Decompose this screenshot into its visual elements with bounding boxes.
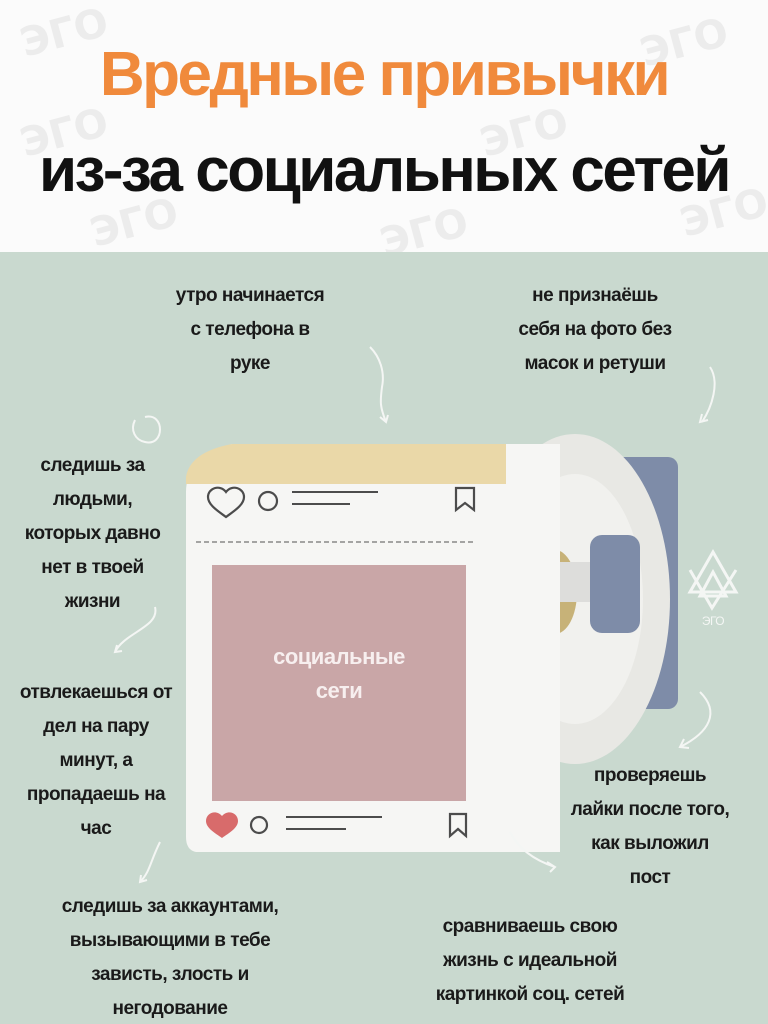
- title-line-1: Вредные привычки: [99, 40, 671, 109]
- title-line-2: из-за социальных сетей: [38, 136, 732, 205]
- photo-square: [212, 565, 466, 801]
- photo-label: социальные сети: [273, 644, 405, 703]
- heart-icon: [206, 486, 246, 519]
- watermark-pattern: ЭГО: [375, 199, 474, 252]
- header: ЭГО ЭГО ЭГО ЭГО ЭГО ЭГО ЭГО Вредные прив…: [0, 0, 768, 252]
- arrow-icon: [698, 366, 716, 424]
- holder-arm: [590, 535, 640, 633]
- arrow-icon: [678, 691, 712, 749]
- arrow-icon: [509, 831, 557, 873]
- arrow-icon: [369, 346, 389, 424]
- ego-logo-icon: [687, 548, 739, 611]
- arrow-icon: [132, 415, 161, 444]
- arrow-icon: [113, 606, 157, 654]
- logo-text: ЭГО: [701, 614, 725, 628]
- toilet-roll-illustration: [113, 346, 739, 884]
- arrow-icon: [138, 841, 161, 884]
- bookmark-icon: [454, 486, 476, 513]
- paper-tan-band: [186, 444, 506, 484]
- note-envy: следишь за аккаунтами,вызывающими в тебе…: [61, 896, 279, 1019]
- comment-icon: [257, 490, 279, 512]
- heart-icon-liked: [206, 812, 238, 838]
